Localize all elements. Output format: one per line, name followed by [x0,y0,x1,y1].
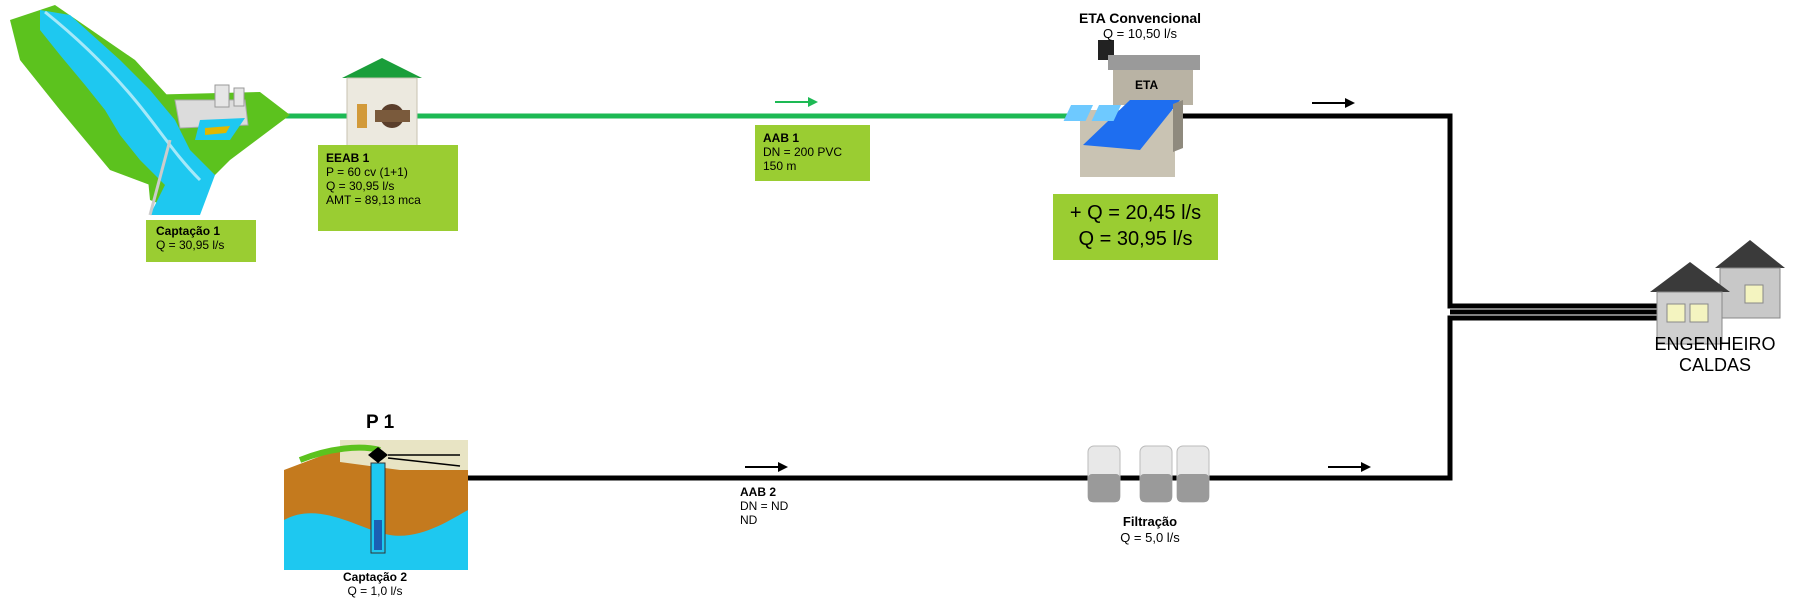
eta-sign: ETA [1135,78,1159,92]
eta-title-block: ETA Convencional Q = 10,50 l/s [1060,10,1220,41]
eta-total-flow: Q = 30,95 l/s [1078,228,1193,250]
captacao1-flow: Q = 30,95 l/s [156,238,225,252]
treatment-plant-icon [1063,40,1200,177]
eeab1-label-box: EEAB 1 P = 60 cv (1+1) Q = 30,95 l/s AMT… [318,145,458,231]
p1-label: P 1 [366,412,395,433]
aab2-title: AAB 2 [740,485,777,499]
destino-line2: CALDAS [1678,355,1752,375]
aab2-label: AAB 2 DN = ND ND [740,485,788,527]
destino-label: ENGENHEIRO CALDAS [1640,334,1790,376]
filtracao-label: Filtração Q = 5,0 l/s [1080,514,1220,546]
captacao2-flow: Q = 1,0 l/s [347,584,403,598]
eta-flow: Q = 10,50 l/s [1102,26,1178,41]
aab1-title: AAB 1 [763,131,800,145]
filtracao-flow: Q = 5,0 l/s [1120,530,1180,545]
pump-house-icon [342,58,422,154]
eeab1-power: P = 60 cv (1+1) [326,165,408,179]
filtracao-title: Filtração [1122,514,1178,529]
eeab1-title: EEAB 1 [326,151,370,165]
houses-icon [1650,240,1785,345]
pipe-eta-to-city [1180,113,1660,309]
aab2-diameter: DN = ND [740,499,789,513]
eeab1-head: AMT = 89,13 mca [326,193,421,207]
river-intake-illustration [10,5,290,216]
aab1-diameter: DN = 200 PVC [763,145,843,159]
pipe-p1-to-city [460,315,1660,481]
eeab1-flow: Q = 30,95 l/s [326,179,395,193]
filtration-tanks-icon [1087,445,1210,503]
captacao1-title: Captação 1 [156,224,221,238]
arrow-aab2 [745,462,788,472]
aab1-length: 150 m [763,159,797,173]
eta-added-flow: + Q = 20,45 l/s [1069,202,1202,224]
captacao2-label: Captação 2 Q = 1,0 l/s [300,570,450,598]
well-illustration [284,440,468,570]
destino-line1: ENGENHEIRO [1654,334,1776,354]
aab1-label-box: AAB 1 DN = 200 PVC 150 m [755,125,870,181]
eta-title: ETA Convencional [1078,10,1202,26]
arrow-aab1 [775,97,818,107]
arrow-eta-out [1312,98,1355,108]
eta-flow-box: + Q = 20,45 l/s Q = 30,95 l/s [1053,194,1218,260]
captacao2-title: Captação 2 [342,570,408,584]
aab2-length: ND [740,513,758,527]
arrow-filtration-out [1328,462,1371,472]
captacao1-label-box: Captação 1 Q = 30,95 l/s [146,220,256,262]
